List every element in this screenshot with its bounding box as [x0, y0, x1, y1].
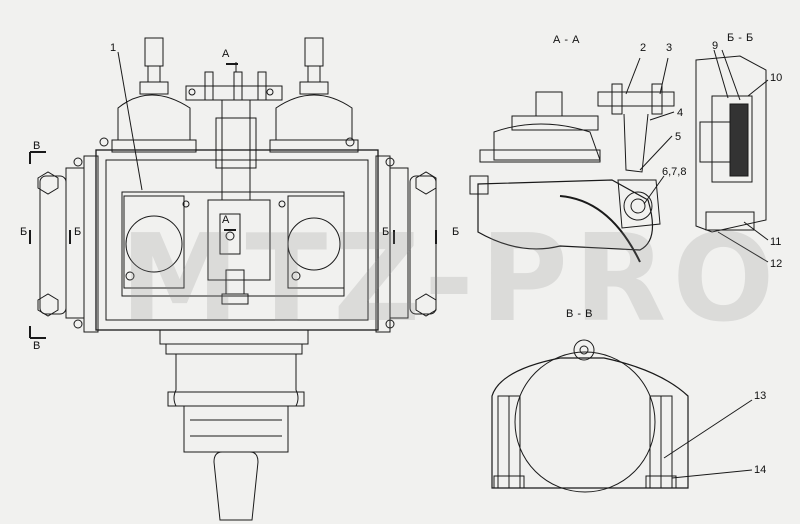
- cut-mark-b-left-outer: Б: [20, 226, 28, 238]
- section-b-b-view: [695, 49, 769, 263]
- callout-14: 14: [754, 464, 767, 476]
- section-title-v-v: В - В: [566, 308, 593, 320]
- cut-mark-b-left-inner: Б: [74, 226, 82, 238]
- main-assembly-view: [37, 37, 437, 521]
- callout-5: 5: [675, 131, 682, 143]
- cut-mark-b-right-inner: Б: [382, 226, 390, 238]
- cut-mark-a-center: А: [222, 214, 230, 226]
- callout-13: 13: [754, 390, 767, 402]
- callout-11: 11: [770, 236, 782, 248]
- section-cut-lines: [29, 63, 437, 339]
- callout-6-7-8: 6,7,8: [662, 166, 687, 178]
- cut-mark-b-right-outer: Б: [452, 226, 460, 238]
- callout-10: 10: [770, 72, 783, 84]
- cut-mark-v-bottom: В: [33, 340, 41, 352]
- callout-3: 3: [666, 42, 673, 54]
- body-bolts: [73, 88, 395, 329]
- cut-mark-v-top: В: [33, 140, 41, 152]
- section-a-a-view: [469, 57, 675, 263]
- callout-1: 1: [110, 42, 117, 54]
- section-v-v-view: [491, 339, 753, 493]
- callout-12: 12: [770, 258, 783, 270]
- callout-1-leader: [117, 51, 143, 191]
- callout-9: 9: [712, 40, 719, 52]
- callout-2: 2: [640, 42, 647, 54]
- section-title-a-a: А - А: [553, 34, 580, 46]
- cut-mark-a-top: А: [222, 48, 230, 60]
- callout-4: 4: [677, 107, 684, 119]
- section-title-b-b: Б - Б: [727, 32, 754, 44]
